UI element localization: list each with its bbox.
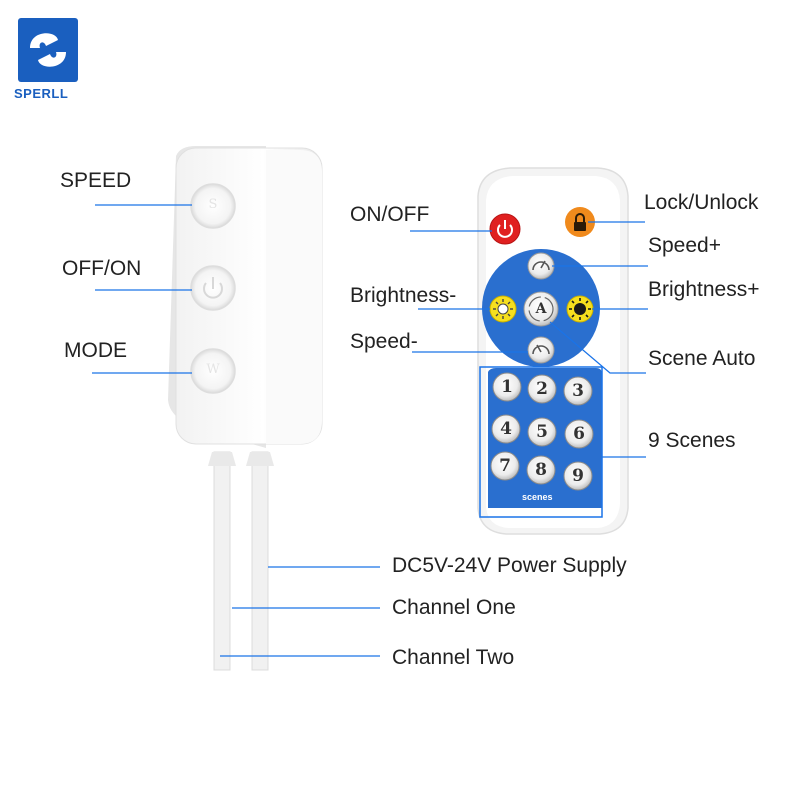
lock-icon	[574, 213, 586, 231]
label-speed-plus: Speed+	[648, 234, 721, 257]
label-lock-unlock: Lock/Unlock	[644, 191, 759, 214]
label-scene-auto: Scene Auto	[648, 347, 756, 370]
scene-auto-key-label: A	[535, 301, 547, 317]
speed-minus-button[interactable]	[527, 336, 555, 364]
sun-icon	[493, 299, 513, 319]
scene-key-6[interactable]: 6	[573, 424, 585, 444]
gauge-icon	[532, 260, 550, 271]
label-channel-one: Channel One	[392, 596, 516, 619]
sun-icon	[569, 298, 591, 320]
leader-lines	[92, 204, 648, 657]
scene-auto-button[interactable]	[523, 291, 559, 327]
power-icon	[203, 277, 223, 299]
label-brightness-minus: Brightness-	[350, 284, 457, 307]
label-speed: SPEED	[60, 169, 132, 192]
scene-key-7[interactable]: 7	[499, 456, 511, 476]
label-speed-minus: Speed-	[350, 330, 418, 353]
speed-button-letter: S	[208, 197, 218, 212]
scene-key-3[interactable]: 3	[572, 381, 584, 401]
scene-key-5[interactable]: 5	[536, 422, 548, 442]
speed-plus-button[interactable]	[527, 252, 555, 280]
remote-lock-button[interactable]	[565, 207, 595, 237]
scenes-highlight-box	[479, 366, 603, 518]
mode-button-letter: W	[206, 362, 220, 377]
label-remote-onoff: ON/OFF	[350, 203, 430, 226]
scene-keys	[490, 372, 594, 491]
mode-button[interactable]	[190, 348, 236, 394]
brightness-minus-button[interactable]	[489, 295, 517, 323]
power-icon	[497, 220, 513, 238]
speed-button[interactable]	[190, 183, 236, 229]
scene-key-9[interactable]: 9	[572, 466, 584, 486]
label-mode: MODE	[64, 339, 127, 362]
label-brightness-plus: Brightness+	[648, 278, 760, 301]
scenes-caption: scenes	[522, 492, 553, 502]
scene-key-8[interactable]: 8	[535, 460, 547, 480]
controller-box	[168, 146, 323, 448]
brightness-plus-button[interactable]	[566, 295, 594, 323]
sperll-logo-icon	[18, 18, 78, 82]
label-offon: OFF/ON	[62, 257, 142, 280]
brand-name: SPERLL	[14, 86, 69, 101]
offon-button[interactable]	[190, 265, 236, 311]
scene-key-1[interactable]: 1	[501, 377, 513, 397]
label-power-supply: DC5V-24V Power Supply	[392, 554, 627, 577]
remote-power-button[interactable]	[489, 213, 521, 245]
scene-key-2[interactable]: 2	[536, 379, 548, 399]
label-nine-scenes: 9 Scenes	[648, 429, 736, 452]
scene-key-4[interactable]: 4	[500, 419, 512, 439]
controller-cables	[208, 451, 274, 671]
gauge-icon	[532, 344, 550, 355]
label-channel-two: Channel Two	[392, 646, 515, 669]
